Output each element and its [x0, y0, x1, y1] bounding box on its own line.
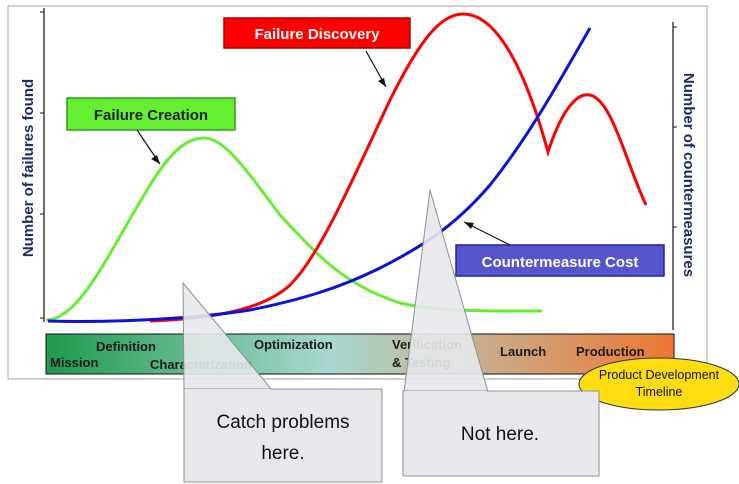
callout-catch-box	[183, 388, 383, 483]
failure-creation-arrowhead	[151, 155, 160, 164]
countermeasure-cost-label: Countermeasure Cost	[455, 244, 665, 277]
failure-discovery-box	[223, 17, 411, 49]
timeline-badge-line1: Product Development	[599, 368, 720, 382]
failure-discovery-text: Failure Discovery	[254, 26, 380, 43]
countermeasure-cost-arrowhead	[464, 222, 474, 229]
countermeasure-cost-box	[455, 244, 665, 277]
phase-mission: Mission	[50, 355, 98, 370]
right-axis-ticks	[673, 26, 677, 228]
callout-catch-line2: here.	[261, 443, 304, 464]
failure-discovery-curve	[149, 12, 648, 323]
timeline-bar	[45, 333, 675, 375]
callout-catch-line1: Catch problems	[216, 412, 349, 433]
failure-creation-label: Failure Creation	[66, 97, 236, 131]
phase-production: Production	[576, 344, 645, 359]
right-axis-label: Number of countermeasures	[680, 73, 697, 277]
failure-creation-text: Failure Creation	[94, 107, 208, 124]
timeline-badge: Product Development Timeline	[578, 357, 739, 411]
callout-not-here-box	[402, 390, 600, 477]
left-axis-ticks	[40, 11, 44, 319]
failure-discovery-arrowhead	[378, 78, 386, 87]
phase-optimization: Optimization	[254, 337, 333, 352]
failure-discovery-label: Failure Discovery	[223, 17, 411, 49]
phase-definition: Definition	[96, 339, 156, 354]
callout-not-here-text: Not here.	[461, 424, 539, 445]
chart-frame	[7, 5, 708, 380]
failure-creation-box	[66, 97, 236, 131]
countermeasure-cost-curve	[47, 27, 592, 323]
timeline-badge-line2: Timeline	[636, 385, 683, 399]
left-axis-label: Number of failures found	[20, 79, 37, 257]
timeline-badge-ellipse	[578, 357, 739, 411]
countermeasure-cost-text: Countermeasure Cost	[482, 254, 639, 271]
phase-launch: Launch	[500, 344, 546, 359]
callout-not-here: Not here.	[402, 189, 600, 477]
callout-catch-problems: Catch problems here.	[182, 281, 383, 483]
